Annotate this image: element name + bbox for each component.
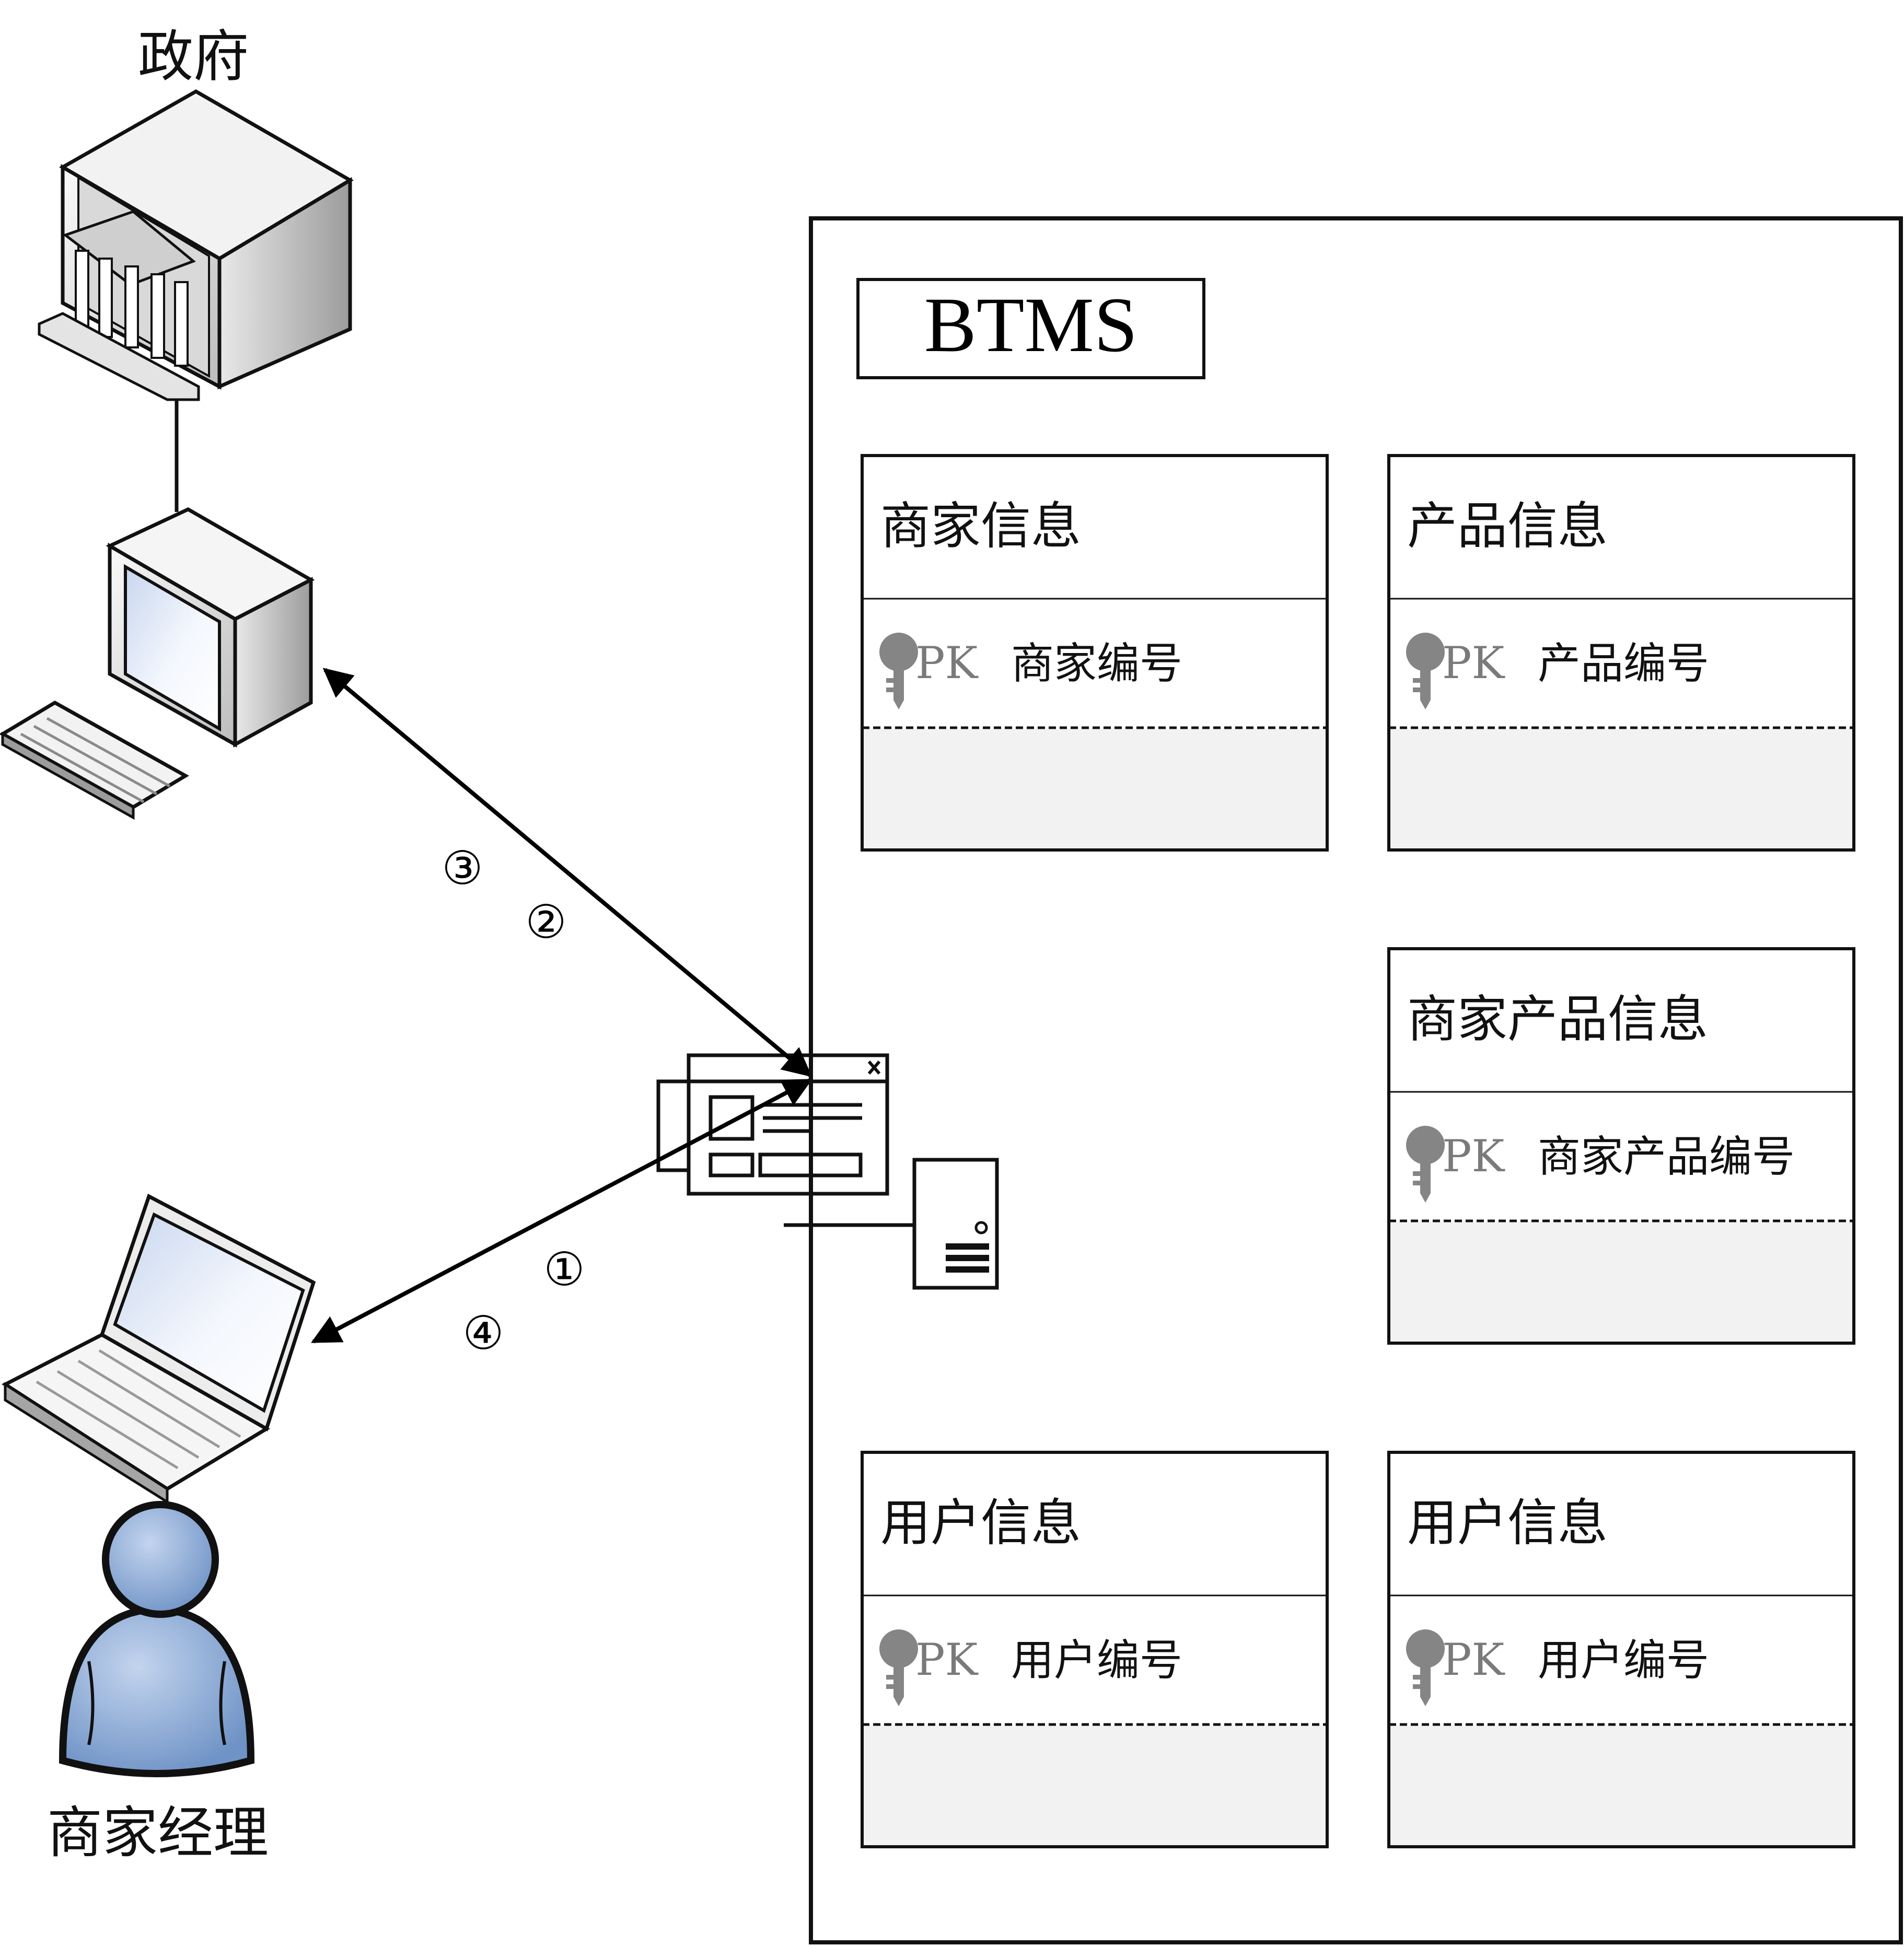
web-page-icon: [656, 1053, 889, 1196]
pk-key-icon: [1406, 1126, 1445, 1203]
key-field: 用户编号: [1538, 1636, 1709, 1685]
step-1-label: ①: [544, 1242, 585, 1296]
pk-key-icon: [879, 633, 918, 709]
server-icon: [784, 1158, 999, 1290]
user-person-icon: [59, 1501, 255, 1777]
entity-title: 用户信息: [880, 1494, 1081, 1552]
entity-title: 产品信息: [1407, 497, 1608, 555]
laptop-icon: [2, 1194, 316, 1505]
step-3-label: ③: [442, 841, 483, 895]
step-4-label: ④: [463, 1306, 504, 1360]
entity-merchant-product-info: 商家产品信息 PK 商家产品编号: [1387, 947, 1855, 1345]
entity-user-info-2: 用户信息 PK 用户编号: [1387, 1451, 1855, 1848]
pk-key-icon: [1406, 1629, 1445, 1706]
government-building-icon: [38, 89, 354, 401]
entity-merchant-info: 商家信息 PK 商家编号: [861, 454, 1329, 852]
pk-label: PK: [915, 637, 979, 689]
entity-title: 商家产品信息: [1407, 990, 1708, 1048]
pk-label: PK: [1442, 637, 1506, 689]
entity-product-info: 产品信息 PK 产品编号: [1387, 454, 1855, 852]
pk-key-icon: [1406, 633, 1445, 709]
desktop-computer-icon: [0, 507, 315, 820]
pk-key-icon: [879, 1629, 918, 1706]
arrow-desktop-webpage: [322, 668, 812, 1077]
merchant-manager-label: 商家经理: [47, 1801, 269, 1865]
key-field: 商家编号: [1011, 639, 1182, 689]
entity-title: 用户信息: [1407, 1494, 1608, 1552]
key-field: 用户编号: [1011, 1636, 1182, 1685]
pk-label: PK: [915, 1634, 979, 1685]
btms-title: BTMS: [924, 282, 1137, 368]
entity-title: 商家信息: [880, 497, 1081, 555]
key-field: 商家产品编号: [1538, 1132, 1795, 1182]
entity-user-info-1: 用户信息 PK 用户编号: [861, 1451, 1329, 1848]
btms-system-boundary: [809, 216, 1903, 1944]
btms-title-box: [856, 278, 1205, 379]
arrow-laptop-webpage: [311, 1078, 812, 1344]
pk-label: PK: [1442, 1131, 1506, 1182]
government-label: 政府: [138, 25, 249, 89]
pk-label: PK: [1442, 1634, 1506, 1685]
key-field: 产品编号: [1538, 639, 1709, 689]
step-2-label: ②: [526, 895, 567, 949]
